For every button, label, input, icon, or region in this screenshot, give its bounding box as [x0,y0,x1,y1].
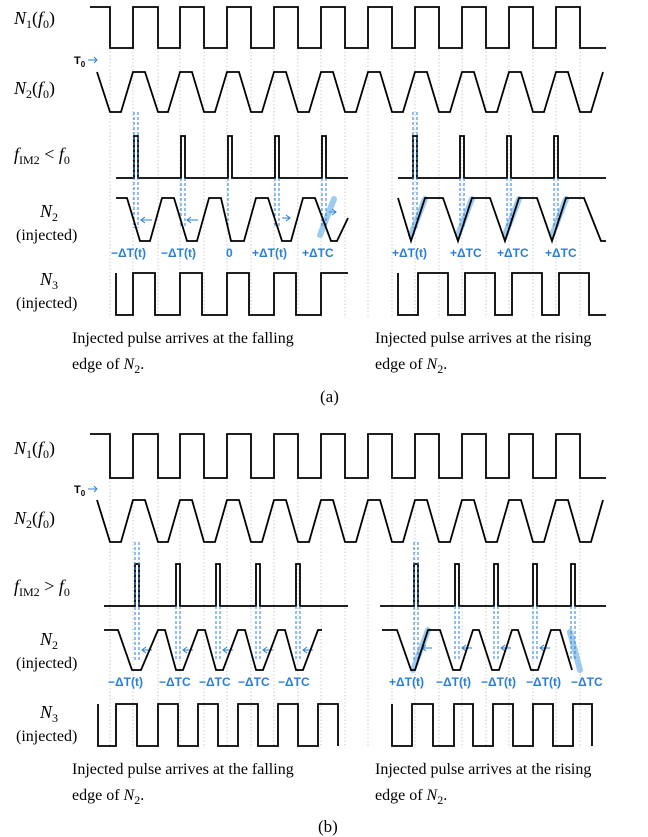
panel-b-t0-label: T0 [74,484,86,498]
panel-a-injection-line [321,178,327,228]
panel-a-n1-label: N1(f0) [13,8,55,31]
panel-b-fim2-left-wave [104,563,348,607]
panel-a-delta-right-1: +ΔT(t) [392,246,427,260]
panel-a-n2-label: N2(f0) [13,78,55,101]
panel-a-shift-arrow [186,216,198,224]
panel-b-t0-arrow [88,485,98,493]
panel-a-delta-right-3: +ΔTC [497,246,529,260]
panel-b-n2-injected-word: (injected) [16,655,77,672]
panel-b-injection-line [175,606,181,660]
panel-a-delta-left-2: −ΔT(t) [161,246,196,260]
panel-b-grid [109,478,581,748]
panel-b: N1(f0) T0 N2(f0) fIM2 > f0 [13,433,606,836]
panel-b-n2-injected-left-wave [104,629,322,671]
panel-b-n3-injected-word: (injected) [16,728,77,745]
panel-b-injection-markers [134,542,583,673]
panel-b-injection-line [454,606,460,660]
panel-b-injection-line [532,606,538,660]
panel-b-delta-left-5: −ΔTC [278,675,310,689]
panel-a-right-caption-line2: edge of N2. [375,356,447,376]
panel-b-injection-line [215,606,221,660]
panel-a-n3-label: N3 [39,269,58,292]
panel-b-right-caption-line1: Injected pulse arrives at the rising [375,761,591,778]
panel-b-n3-left-wave [97,703,339,747]
panel-a-t0-label: T0 [74,55,86,69]
panel-a-injection-line [412,112,418,228]
panel-a-left-caption-line1: Injected pulse arrives at the falling [72,330,294,347]
panel-a-shift-arrow [140,216,152,224]
panel-b-injection-line [295,606,301,660]
panel-a-highlight [317,196,337,238]
panel-b-delta-right-4: −ΔT(t) [526,675,561,689]
panel-a-n2-injected-word: (injected) [16,227,77,244]
panel-b-left-caption-line1: Injected pulse arrives at the falling [72,761,294,778]
panel-a-n1-wave [90,6,606,49]
panel-b-label: (b) [318,817,338,836]
panel-b-n1-wave [90,433,606,479]
panel-a-delta-right-2: +ΔTC [450,246,482,260]
panel-a-n3-injected-word: (injected) [16,295,77,312]
panel-b-injection-line [570,606,576,660]
panel-a: N1(f0) T0 N2(f0) fIM2 < f0 [13,6,606,406]
panel-a-injection-line [133,112,139,228]
panel-a-n3-left-wave [115,272,348,316]
panel-b-delta-left-1: −ΔT(t) [108,675,143,689]
panel-a-shift-arrow [282,214,291,222]
panel-a-n2-injected-left-wave [116,197,349,242]
panel-b-delta-left-2: −ΔTC [159,675,191,689]
panel-a-delta-left-5: +ΔTC [302,246,334,260]
panel-a-injection-markers [133,112,569,238]
panel-a-n3-right-wave [397,272,606,316]
panel-a-right-caption-line1: Injected pulse arrives at the rising [375,330,591,347]
panel-a-n2-injected-label: N2 [39,201,58,224]
panel-b-delta-right-2: −ΔT(t) [436,675,471,689]
panel-a-fim2-left-wave [116,135,348,179]
panel-b-delta-right-3: −ΔT(t) [481,675,516,689]
panel-b-delta-left-3: −ΔTC [199,675,231,689]
panel-b-n2-injected-label: N2 [39,629,58,652]
panel-a-n2-injected-right-wave [397,197,606,245]
panel-a-fim2-right-wave [398,135,606,179]
panel-b-n1-label: N1(f0) [13,438,55,461]
panel-b-injection-line [255,606,261,660]
panel-a-left-caption-line2: edge of N2. [72,356,144,376]
panel-b-fim2-label: fIM2 > f0 [14,576,70,599]
panel-b-delta-right-1: +ΔT(t) [389,675,424,689]
panel-b-n3-label: N3 [39,702,58,725]
panel-b-n2-injected-right-wave [382,629,573,671]
panel-b-left-caption-line2: edge of N2. [72,787,144,807]
panel-b-n3-right-wave [391,703,593,747]
panel-b-delta-right-5: −ΔTC [571,675,603,689]
panel-a-delta-left-1: −ΔT(t) [111,246,146,260]
panel-b-n2-label: N2(f0) [13,508,55,531]
panel-a-delta-left-4: +ΔT(t) [252,246,287,260]
panel-b-n2-wave [96,499,604,543]
panel-b-delta-left-4: −ΔTC [238,675,270,689]
panel-a-fim2-label: fIM2 < f0 [14,144,70,167]
panel-b-right-caption-line2: edge of N2. [375,787,447,807]
panel-b-injection-line [493,606,499,660]
panel-a-n2-wave [96,71,604,113]
panel-a-shift-arrow [329,208,337,216]
panel-a-label: (a) [320,387,339,406]
panel-a-delta-left-3: 0 [226,246,233,260]
panel-a-delta-right-4: +ΔTC [545,246,577,260]
panel-a-t0-arrow [88,56,98,64]
